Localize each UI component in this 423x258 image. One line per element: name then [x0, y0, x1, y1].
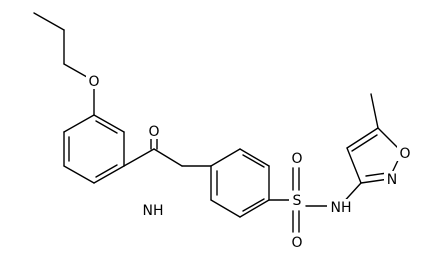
bond-ring1-f: [93, 114, 125, 133]
bond-propyl-c1-c2: [33, 12, 65, 31]
bond-layer: [33, 12, 403, 233]
bond-ring3-c4-c3: [346, 147, 362, 184]
isoxazole-oxygen-label: O: [399, 146, 410, 162]
bond-methyl: [370, 93, 379, 129]
bond-ring1-c: [63, 165, 95, 184]
bond-ring1-inner-2: [95, 164, 118, 178]
bond-ring3-c5-c4-double: [351, 134, 378, 152]
bond-ring1-a: [63, 114, 95, 133]
sulfur-label: S: [293, 193, 302, 209]
amide-nitrogen-label: NH: [143, 203, 164, 219]
ether-oxygen-label: O: [88, 74, 99, 90]
sulfonyl-oxygen-bottom-label: O: [291, 235, 302, 251]
bond-ring2-inner-3: [242, 198, 265, 212]
bond-ring2-b: [239, 148, 270, 167]
bond-ring3-c3-n-double: [365, 172, 388, 177]
bond-ring2-inner-2: [242, 154, 265, 168]
bond-ring1-d: [93, 165, 125, 184]
sulfonyl-oxygen-top-label: O: [291, 151, 302, 167]
bond-ring3-c5-c4: [346, 127, 379, 149]
isoxazole-nitrogen-label: N: [387, 172, 397, 188]
carbonyl-oxygen-label: O: [148, 124, 159, 140]
bond-ring2-d: [239, 199, 270, 218]
bond-ring2-e: [210, 199, 241, 218]
bond-amide-n: [153, 148, 183, 167]
bond-carbonyl-c: [123, 148, 155, 167]
bond-ring2-a: [210, 148, 241, 167]
atom-label-layer: O O NH S O O NH O N: [86, 73, 413, 251]
sulfonamide-nitrogen-label: NH: [331, 200, 352, 216]
bond-ring1-inner-3: [95, 120, 118, 134]
